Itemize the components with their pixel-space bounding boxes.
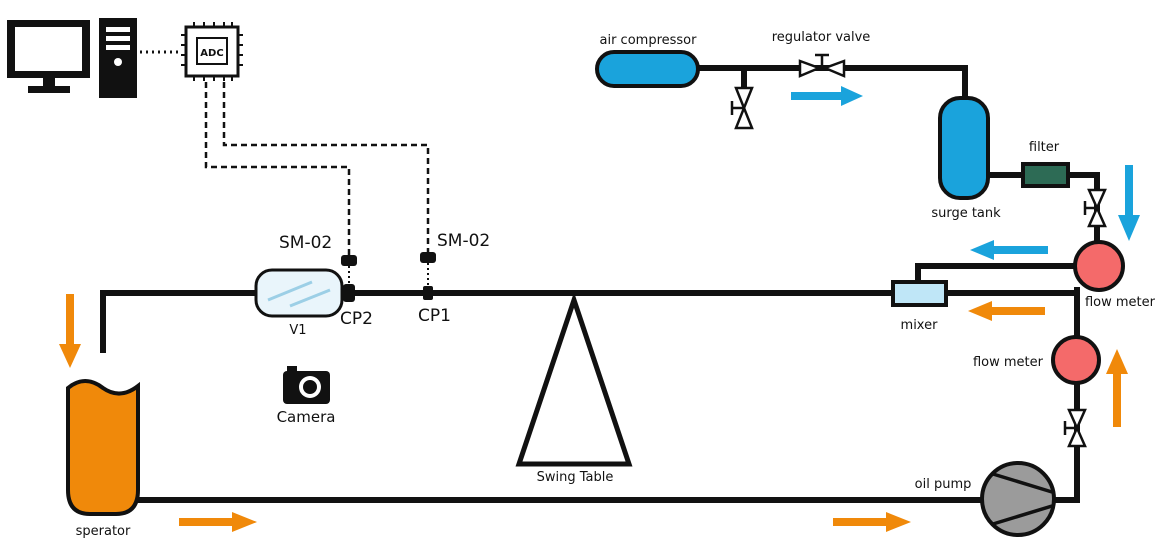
signal-line-sm02-right (222, 82, 430, 253)
gas-flow-meter-label: flow meter (1085, 295, 1156, 310)
air-flow-arrow-right (791, 86, 863, 106)
cp1-label: CP1 (418, 306, 451, 326)
sm02-left-label: SM-02 (279, 233, 332, 253)
air-flow-arrow-left (970, 240, 1048, 260)
swing-table (515, 292, 633, 467)
oil-flow-meter (1051, 335, 1101, 385)
surge-tank (938, 96, 990, 200)
filter-outlet-pipe (1065, 172, 1100, 248)
cp2-probe (343, 284, 355, 302)
swing-table-label: Swing Table (537, 470, 614, 485)
regulator-valve-label: regulator valve (772, 30, 871, 45)
regulator-valve (798, 53, 846, 78)
v1-label: V1 (289, 323, 306, 338)
camera-label: Camera (277, 408, 336, 426)
adc-chip-icon: ADC (181, 22, 243, 81)
filter (1021, 162, 1070, 188)
oil-line-valve (1063, 408, 1087, 448)
surge-tank-label: surge tank (931, 206, 1001, 221)
signal-line-sm02-left (204, 82, 351, 255)
sm02-right-label: SM-02 (437, 231, 490, 251)
air-flow-arrow-down (1118, 165, 1140, 241)
mixer-label: mixer (901, 318, 939, 333)
oil-flow-arrow-bottom-left (179, 512, 257, 532)
desktop-computer-icon (7, 18, 137, 98)
oil-pump (980, 461, 1056, 537)
oil-flow-arrow-up (1106, 349, 1128, 427)
separator-label: sperator (76, 524, 131, 539)
air-supply-pipe (694, 65, 968, 103)
gas-line-valve (1083, 188, 1107, 228)
sm02-right-sensor (420, 252, 436, 263)
oil-flow-meter-label: flow meter (973, 355, 1044, 370)
gas-flow-meter (1073, 240, 1125, 292)
oil-flow-arrow-left (968, 301, 1045, 321)
gas-branch-pipe (915, 263, 1076, 286)
sm02-left-sensor (341, 255, 357, 266)
separator (66, 379, 140, 516)
filter-label: filter (1029, 140, 1060, 155)
air-compressor-label: air compressor (600, 33, 698, 48)
oil-flow-arrow-down (59, 294, 81, 368)
cp1-probe (423, 286, 433, 300)
camera-icon (283, 366, 330, 404)
cp2-label: CP2 (340, 309, 373, 329)
air-compressor (595, 50, 700, 88)
main-pipe-top (100, 290, 896, 353)
test-section-v1 (254, 268, 344, 318)
adc-label: ADC (200, 48, 223, 59)
oil-flow-arrow-bottom-right (833, 512, 911, 532)
mixer (891, 280, 948, 307)
drain-valve (730, 86, 754, 130)
oil-pump-label: oil pump (915, 477, 972, 492)
